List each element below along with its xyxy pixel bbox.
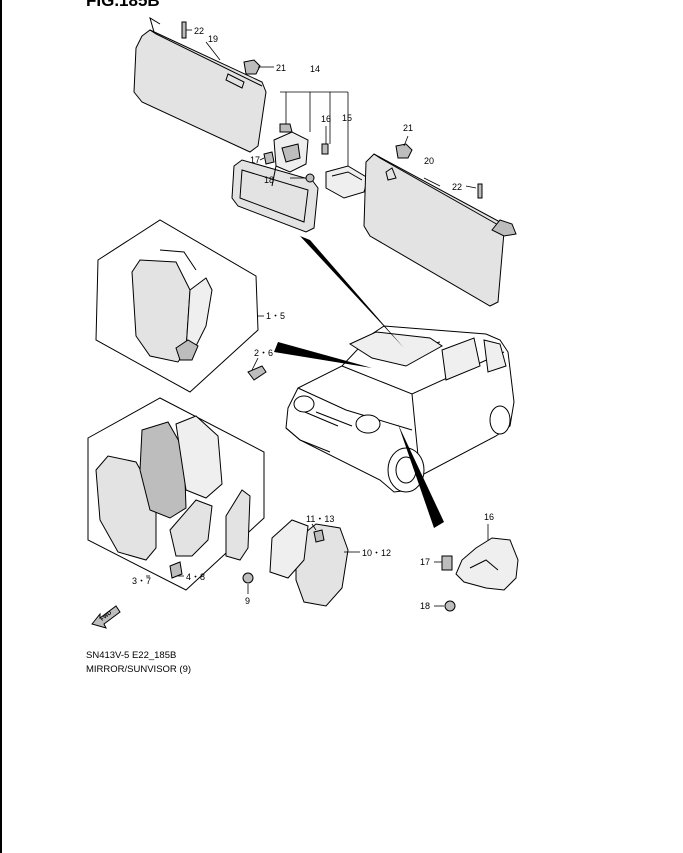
callout-14: 14 [310, 64, 320, 74]
mirror-part-17-small [263, 151, 275, 165]
mirror-glass-10-12 [295, 523, 349, 607]
fender-mirror-part-17 [441, 555, 453, 571]
callout-2-6: 2・6 [254, 348, 273, 358]
fender-mirror-16 [455, 537, 519, 591]
mirror-cover-15 [325, 165, 369, 199]
pointer-to-interior-mirror [300, 236, 404, 348]
callout-21-right: 21 [403, 123, 413, 133]
pointer-to-fender-mirror [398, 424, 444, 528]
figure-title: FIG.185B [86, 0, 160, 10]
clip-21-left [243, 59, 261, 75]
callout-19: 19 [208, 34, 218, 44]
sunvisor-left-19 [133, 16, 267, 153]
callout-16-fender: 16 [484, 512, 494, 522]
callout-21-left: 21 [276, 63, 286, 73]
callout-22-right: 22 [452, 182, 462, 192]
callout-1-5: 1・5 [266, 311, 285, 321]
mirror-bracket-11-13 [269, 519, 325, 579]
page-frame-border [0, 0, 2, 853]
clip-21-right [395, 143, 413, 159]
diagram-code: SN413V-5 E22_185B [86, 650, 177, 661]
callout-18-mirror: 18 [264, 175, 274, 185]
vehicle-illustration [285, 325, 515, 493]
screw-22-top-left [181, 21, 187, 39]
callout-9: 9 [245, 596, 250, 606]
leader-lines [146, 29, 489, 607]
callout-16-mirror: 16 [321, 114, 331, 124]
mirror-screw-18-small [305, 173, 315, 183]
callout-22-top-left: 22 [194, 26, 204, 36]
forward-arrow-icon: FWD [91, 605, 121, 629]
sunvisor-right-20 [363, 153, 517, 307]
callout-11-13: 11・13 [306, 514, 334, 524]
callout-10-12: 10・12 [362, 548, 391, 558]
callout-17-fender: 17 [420, 557, 430, 567]
diagram-caption: MIRROR/SUNVISOR (9) [86, 664, 192, 675]
fender-mirror-screw-18 [444, 600, 456, 612]
callout-20: 20 [424, 156, 434, 166]
outside-mirror-box-1-5 [95, 219, 259, 393]
bolt-2-6 [247, 365, 267, 381]
callout-17-mirror: 17 [250, 155, 260, 165]
callout-18-fender: 18 [420, 601, 430, 611]
callout-15: 15 [342, 113, 352, 123]
rear-view-mirror-14 [231, 123, 329, 233]
pointer-to-outside-mirror-top [274, 342, 372, 368]
callout-4-8: 4・8 [186, 572, 205, 582]
nut-9 [242, 572, 254, 584]
outside-mirror-box-3-7 [87, 397, 265, 591]
callout-3-7: 3・7 [132, 576, 151, 586]
screw-22-right [477, 183, 483, 199]
callout-labels: 22 19 21 14 16 15 17 18 21 20 22 1・5 2・6… [132, 26, 494, 611]
